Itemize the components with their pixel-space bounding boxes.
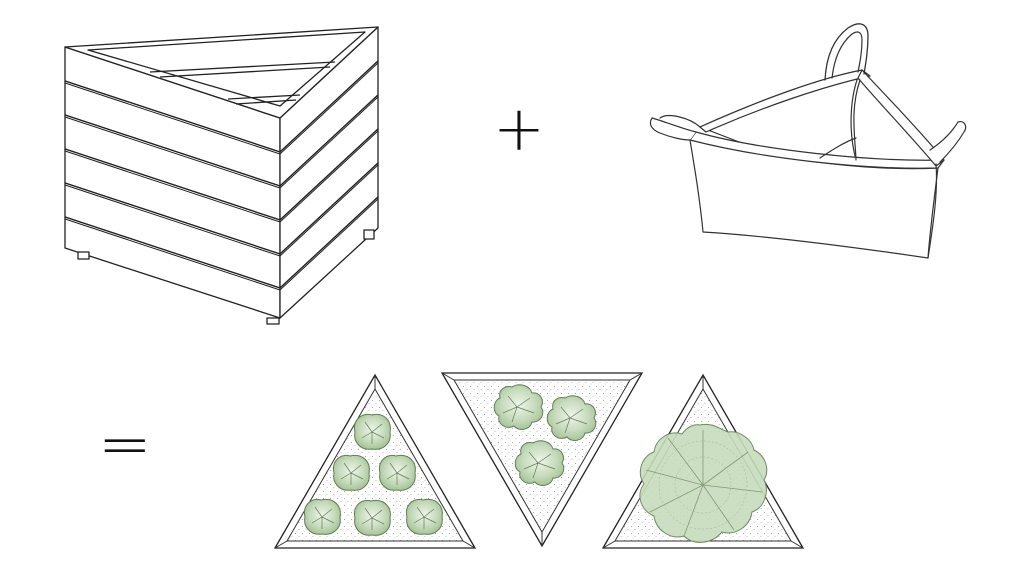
leg-right — [363, 229, 375, 240]
top-handle — [824, 23, 869, 81]
plant-small — [353, 499, 391, 536]
plant-small — [353, 413, 391, 450]
plant-large — [639, 423, 768, 543]
planter-three-medium-plants — [440, 372, 644, 548]
right-face-planks — [279, 26, 379, 319]
planter-six-small-plants — [273, 373, 477, 549]
leg-left — [77, 251, 90, 260]
plant-small — [332, 454, 370, 491]
plus-operator: + — [493, 92, 545, 165]
right-handle — [929, 121, 967, 163]
planter-one-large-plant — [601, 373, 805, 549]
plant-small — [303, 498, 341, 535]
left-handle — [649, 117, 697, 141]
left-face-planks — [64, 46, 281, 319]
plant-small — [405, 498, 443, 535]
plant-medium — [514, 440, 565, 486]
plant-medium — [493, 384, 544, 430]
leg-front — [266, 317, 280, 325]
plant-medium — [546, 395, 597, 441]
grow-bag-icon — [649, 23, 967, 259]
equals-operator: = — [98, 408, 152, 482]
wooden-crate-icon — [64, 26, 379, 325]
plant-small — [378, 454, 416, 491]
